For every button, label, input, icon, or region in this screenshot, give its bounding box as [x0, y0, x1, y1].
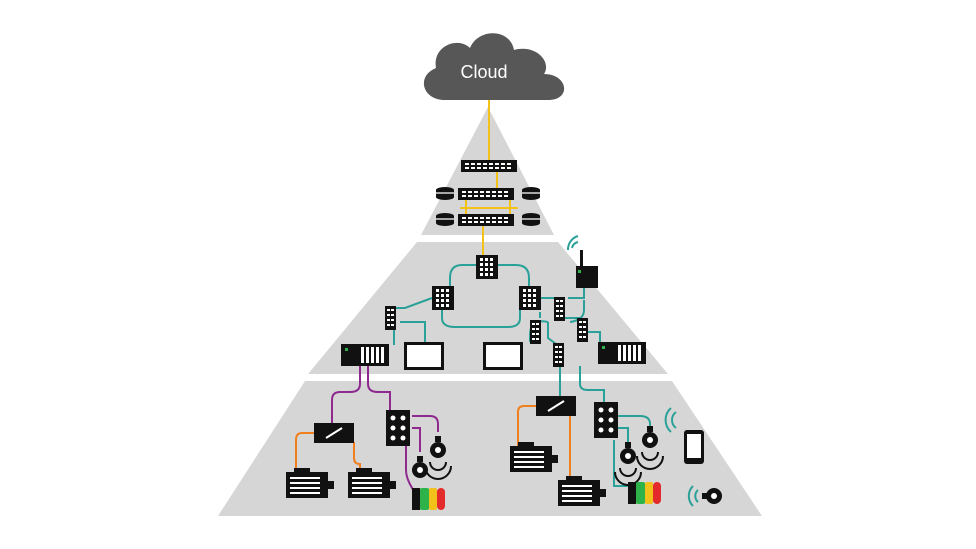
storage-icon	[521, 186, 541, 201]
hmi-panel-icon	[404, 342, 444, 370]
motor-icon	[286, 468, 334, 498]
frequency-converter-icon	[313, 422, 355, 444]
switch-icon	[476, 255, 498, 279]
motor-icon	[348, 468, 396, 498]
drive-lines	[295, 405, 571, 478]
uplink-lines	[460, 100, 518, 255]
plc-icon	[341, 344, 389, 366]
mobile-device-icon	[684, 430, 704, 464]
ethernet-lines	[390, 264, 630, 487]
switch-icon	[577, 318, 588, 342]
wireless-gateway-icon	[567, 235, 598, 288]
switch-icon	[553, 343, 564, 367]
storage-icon	[435, 212, 455, 227]
cloud-icon: Cloud	[423, 33, 565, 100]
stack-light-icon	[412, 488, 445, 510]
switch-icon	[554, 297, 565, 321]
storage-icon	[435, 186, 455, 201]
switch-icon	[530, 320, 541, 344]
wifi-icon	[687, 485, 699, 507]
wifi-icon	[664, 407, 677, 433]
cloud-label: Cloud	[460, 62, 507, 82]
stack-light-icon	[628, 482, 661, 504]
fieldbus-lines-right	[618, 415, 651, 446]
plc-icon	[598, 342, 646, 364]
frequency-converter-icon	[535, 395, 577, 417]
switch-icon	[519, 286, 541, 310]
switch-icon	[432, 286, 454, 310]
server-rack-icon	[458, 188, 514, 200]
io-module-icon	[594, 402, 618, 438]
server-rack-icon	[458, 214, 514, 226]
storage-icon	[521, 212, 541, 227]
motor-icon	[510, 442, 558, 472]
switch-icon	[385, 306, 396, 330]
io-module-icon	[386, 410, 410, 446]
motor-icon	[558, 476, 606, 506]
server-rack-icon	[461, 160, 517, 172]
hmi-panel-icon	[483, 342, 523, 370]
sensor-icon	[702, 488, 722, 504]
